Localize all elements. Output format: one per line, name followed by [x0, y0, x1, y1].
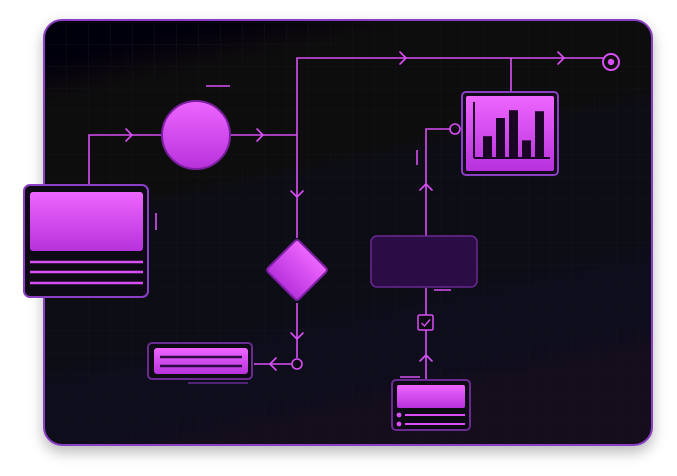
arrow-right-icon [125, 128, 133, 142]
end-node[interactable] [602, 53, 620, 71]
connector-top-route [296, 57, 604, 135]
form-header-block [397, 385, 465, 408]
arrow-down-icon [290, 190, 304, 198]
arrow-right-icon [557, 51, 565, 65]
chart-bar [483, 136, 492, 157]
arrow-left-icon [269, 357, 277, 371]
decision-node[interactable] [266, 239, 328, 301]
port-dot [449, 123, 461, 135]
checkbox-icon[interactable] [417, 314, 434, 331]
card-node[interactable] [23, 184, 149, 298]
circle-node[interactable] [161, 100, 231, 170]
process-node[interactable] [370, 235, 478, 288]
decorative-marks [155, 85, 451, 384]
connector-card-to-circle [88, 134, 162, 185]
connectors [88, 57, 604, 380]
arrow-down-icon [290, 332, 304, 340]
form-card-node[interactable] [391, 379, 471, 431]
card-image-block [30, 192, 143, 251]
arrow-up-icon [419, 354, 433, 362]
junction-dot [291, 358, 303, 370]
chart-bar [509, 110, 518, 157]
arrow-up-icon [419, 183, 433, 191]
chart-bars [483, 110, 544, 157]
list-row-node[interactable] [147, 342, 253, 380]
arrow-right-icon [399, 51, 407, 65]
form-bullet [396, 412, 402, 418]
chart-node[interactable] [461, 91, 559, 176]
arrow-right-icon [256, 128, 264, 142]
chart-bar [496, 118, 505, 157]
chart-bar [535, 111, 544, 157]
form-bullet [396, 421, 402, 427]
connector-process-to-chart [425, 128, 450, 236]
chart-bar [522, 140, 531, 157]
target-icon [602, 53, 620, 71]
